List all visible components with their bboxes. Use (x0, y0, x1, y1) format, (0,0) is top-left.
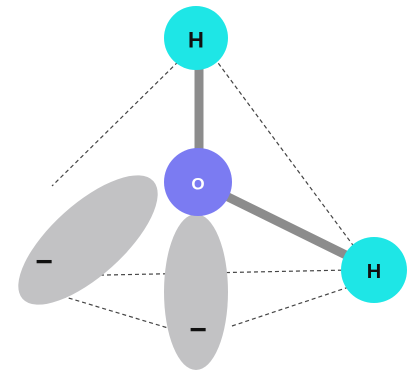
lone-pair-left: − (18, 175, 158, 305)
atom-h-right: H (341, 237, 407, 303)
bond-o-hright (224, 191, 354, 263)
atom-h-top-label: H (188, 28, 204, 53)
lone-pair-left-charge: − (35, 246, 53, 279)
edge-htop-left (51, 51, 189, 187)
atom-oxygen-label: O (191, 175, 204, 194)
atom-oxygen-sphere (164, 148, 232, 216)
edge-bottom-right (231, 285, 353, 327)
lone-pair-bottom: − (164, 214, 228, 370)
atom-oxygen: O (164, 148, 232, 216)
tetrahedron-edges (51, 51, 359, 329)
lone-pair-left-lobe (18, 175, 158, 305)
atom-h-right-label: H (367, 261, 381, 283)
lone-pair-bottom-charge: − (189, 314, 207, 347)
atom-h-top-sphere (164, 6, 228, 70)
lone-pair-bottom-lobe (164, 214, 228, 370)
atom-h-top: H (164, 6, 228, 70)
atom-h-right-sphere (341, 237, 407, 303)
edge-left-bottom (61, 295, 169, 329)
bonds (194, 58, 354, 263)
